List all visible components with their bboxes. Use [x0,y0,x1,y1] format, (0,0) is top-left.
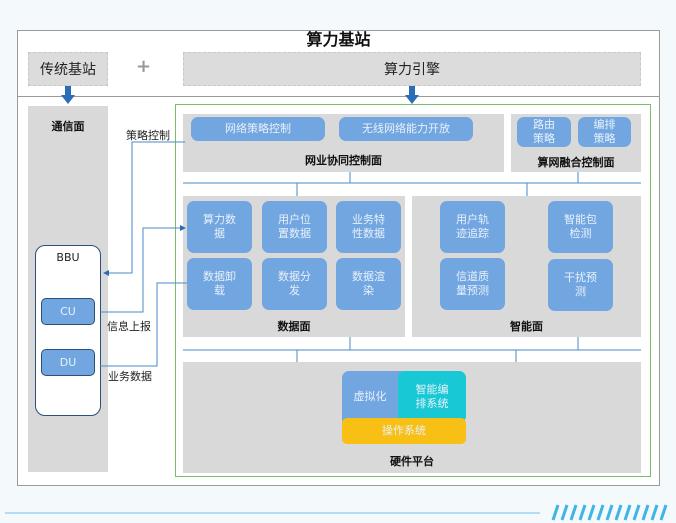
data-plane-item: 数据卸 载 [187,258,252,310]
wireless-capability-open: 无线网络能力开放 [339,117,473,141]
network-control-label: 网业协同控制面 [305,154,382,167]
policy-control-label: 策略控制 [126,129,170,142]
intelligence-plane-label: 智能面 [510,320,543,333]
data-plane-item: 业务特 性数据 [336,201,401,253]
intelligence-item: 干扰预 测 [548,259,613,311]
plus-icon: + [136,56,152,77]
network-policy-control: 网络策略控制 [191,117,325,141]
diagram-title: 算力基站 [306,30,371,49]
fusion-control-label: 算网融合控制面 [537,156,615,169]
service-data-label: 业务数据 [108,370,152,383]
data-plane-item: 算力数 据 [187,201,252,253]
divider [17,96,660,97]
orchestration-policy: 编排 策略 [578,117,631,147]
stripes-decoration [551,504,668,521]
intelligence-item: 用户轨 迹追踪 [440,201,505,253]
traditional-base-station: 传统基站 [28,52,108,86]
intelligence-item: 信道质 量预测 [440,258,505,310]
intelligence-item: 智能包 检测 [548,201,613,253]
info-report-label: 信息上报 [107,320,151,333]
orchestration-system: 智能编 排系统 [398,371,466,423]
down-arrow-icon [61,86,419,104]
engine-box [175,104,651,477]
data-plane-item: 数据渲 染 [336,258,401,310]
du-box: DU [41,349,95,376]
operating-system: 操作系统 [342,418,466,444]
compute-engine: 算力引擎 [183,52,641,86]
data-plane-item: 用户位 置数据 [262,201,327,253]
data-plane-item: 数据分 发 [262,258,327,310]
bbu-box [35,245,101,416]
comm-plane-label: 通信面 [51,120,85,133]
virtualization: 虚拟化 [342,371,404,423]
cu-box: CU [41,298,95,325]
routing-policy: 路由 策略 [517,117,571,147]
bbu-label: BBU [56,251,80,264]
data-plane-label: 数据面 [277,320,311,333]
hardware-label: 硬件平台 [390,455,434,468]
